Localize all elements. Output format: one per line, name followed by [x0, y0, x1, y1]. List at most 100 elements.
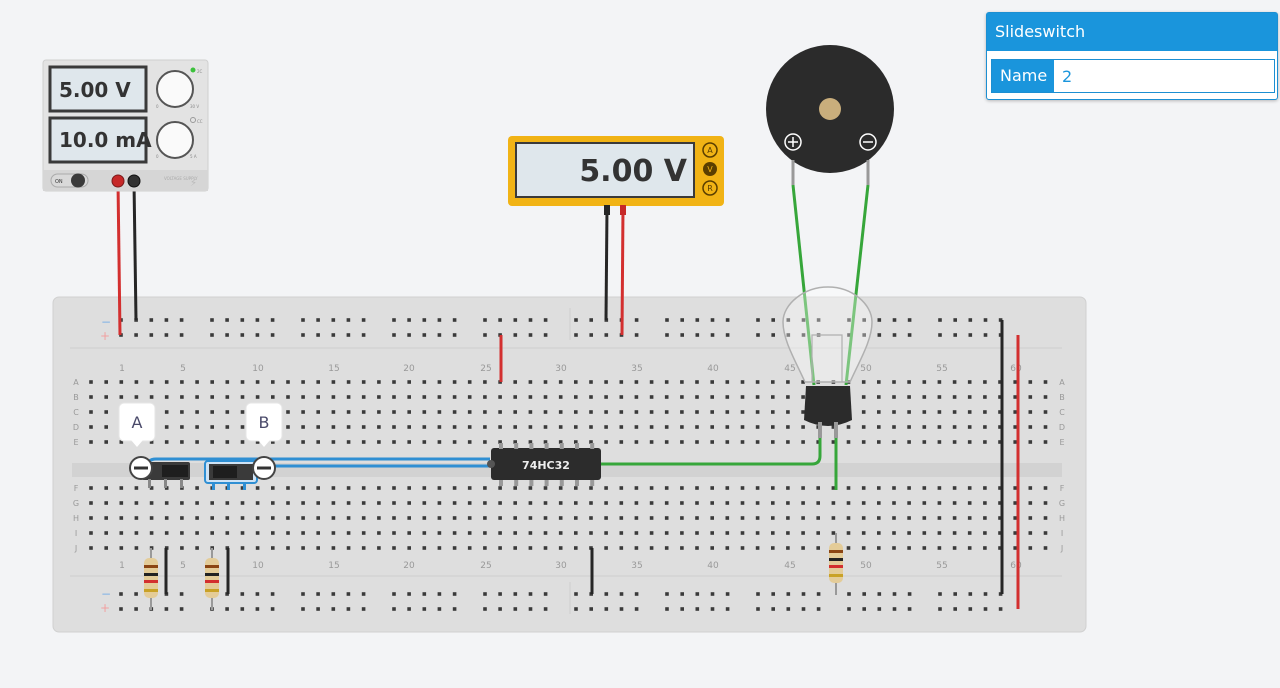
breadboard-hole[interactable] [589, 486, 593, 490]
breadboard-hole[interactable] [437, 546, 442, 550]
breadboard-hole[interactable] [225, 516, 230, 520]
breadboard-hole[interactable] [210, 425, 214, 429]
breadboard-hole[interactable] [134, 501, 139, 505]
breadboard-hole[interactable] [907, 501, 911, 505]
breadboard-hole[interactable] [346, 395, 351, 399]
breadboard-hole[interactable] [271, 516, 275, 520]
breadboard-hole[interactable] [574, 333, 578, 337]
breadboard-hole[interactable] [574, 546, 578, 550]
breadboard-hole[interactable] [922, 516, 927, 520]
buzzer-minus-terminal[interactable] [859, 133, 877, 151]
negative-terminal[interactable] [127, 174, 141, 188]
breadboard-hole[interactable] [286, 486, 290, 490]
multimeter[interactable]: 5.00 V A V R [508, 136, 724, 215]
breadboard-hole[interactable] [952, 440, 957, 444]
breadboard-hole[interactable] [346, 546, 351, 550]
breadboard-hole[interactable] [998, 531, 1002, 535]
breadboard-hole[interactable] [937, 410, 942, 414]
breadboard-hole[interactable] [361, 410, 366, 414]
breadboard-hole[interactable] [665, 592, 669, 596]
breadboard-hole[interactable] [240, 333, 245, 337]
breadboard-hole[interactable] [255, 516, 260, 520]
breadboard-hole[interactable] [89, 546, 93, 550]
breadboard-hole[interactable] [210, 380, 214, 384]
breadboard-hole[interactable] [740, 486, 745, 490]
breadboard-hole[interactable] [392, 546, 396, 550]
breadboard-hole[interactable] [89, 410, 93, 414]
breadboard-hole[interactable] [134, 607, 138, 611]
breadboard-hole[interactable] [922, 410, 927, 414]
wire-black-supply[interactable] [132, 181, 138, 321]
breadboard-hole[interactable] [847, 607, 851, 611]
breadboard-hole[interactable] [589, 395, 593, 399]
breadboard-hole[interactable] [574, 318, 578, 322]
breadboard-hole[interactable] [725, 380, 730, 384]
breadboard-hole[interactable] [877, 410, 881, 414]
breadboard-hole[interactable] [407, 607, 411, 611]
breadboard-hole[interactable] [725, 592, 730, 596]
breadboard-hole[interactable] [422, 546, 427, 550]
breadboard-hole[interactable] [346, 380, 351, 384]
breadboard-hole[interactable] [331, 501, 336, 505]
breadboard-hole[interactable] [816, 440, 820, 444]
breadboard-hole[interactable] [1043, 546, 1048, 550]
breadboard-hole[interactable] [619, 333, 624, 337]
breadboard-hole[interactable] [467, 546, 472, 550]
breadboard-hole[interactable] [846, 546, 851, 550]
breadboard-hole[interactable] [407, 486, 411, 490]
breadboard-hole[interactable] [589, 333, 593, 337]
breadboard-hole[interactable] [1013, 440, 1017, 444]
breadboard-hole[interactable] [528, 486, 533, 490]
breadboard-hole[interactable] [695, 546, 699, 550]
breadboard-hole[interactable] [240, 440, 245, 444]
breadboard-hole[interactable] [331, 531, 336, 535]
breadboard-hole[interactable] [695, 440, 699, 444]
breadboard-hole[interactable] [255, 440, 260, 444]
breadboard-hole[interactable] [983, 592, 988, 596]
breadboard-hole[interactable] [467, 410, 472, 414]
breadboard-hole[interactable] [634, 516, 639, 520]
breadboard-hole[interactable] [452, 333, 457, 337]
breadboard-hole[interactable] [847, 333, 851, 337]
piezo-buzzer[interactable] [766, 45, 894, 185]
breadboard-hole[interactable] [907, 410, 911, 414]
breadboard-hole[interactable] [195, 516, 199, 520]
breadboard-hole[interactable] [119, 440, 124, 444]
breadboard-hole[interactable] [725, 440, 730, 444]
breadboard-hole[interactable] [695, 531, 699, 535]
breadboard-hole[interactable] [1043, 531, 1048, 535]
breadboard-hole[interactable] [953, 318, 957, 322]
breadboard-hole[interactable] [983, 440, 987, 444]
breadboard-hole[interactable] [89, 501, 93, 505]
slideswitch-a-thumb[interactable] [162, 465, 188, 477]
breadboard-hole[interactable] [967, 531, 972, 535]
breadboard-hole[interactable] [346, 516, 351, 520]
breadboard-hole[interactable] [149, 501, 154, 505]
breadboard-hole[interactable] [286, 440, 290, 444]
breadboard-hole[interactable] [938, 318, 942, 322]
breadboard-hole[interactable] [680, 501, 684, 505]
breadboard-hole[interactable] [407, 516, 411, 520]
breadboard-hole[interactable] [286, 546, 290, 550]
breadboard-hole[interactable] [907, 333, 912, 337]
breadboard-hole[interactable] [316, 501, 320, 505]
breadboard-hole[interactable] [89, 516, 93, 520]
breadboard-hole[interactable] [755, 440, 760, 444]
breadboard-hole[interactable] [771, 516, 775, 520]
breadboard-hole[interactable] [680, 380, 684, 384]
breadboard-hole[interactable] [574, 592, 578, 596]
breadboard-hole[interactable] [513, 318, 518, 322]
breadboard-hole[interactable] [361, 440, 366, 444]
breadboard-hole[interactable] [664, 501, 669, 505]
breadboard-hole[interactable] [452, 440, 457, 444]
breadboard-hole[interactable] [892, 440, 896, 444]
breadboard-hole[interactable] [998, 516, 1002, 520]
breadboard-hole[interactable] [483, 318, 487, 322]
breadboard-hole[interactable] [680, 395, 684, 399]
breadboard-hole[interactable] [877, 425, 881, 429]
breadboard-hole[interactable] [816, 501, 820, 505]
breadboard-hole[interactable] [210, 516, 214, 520]
breadboard-hole[interactable] [877, 607, 882, 611]
breadboard-hole[interactable] [316, 440, 320, 444]
breadboard-hole[interactable] [316, 486, 320, 490]
